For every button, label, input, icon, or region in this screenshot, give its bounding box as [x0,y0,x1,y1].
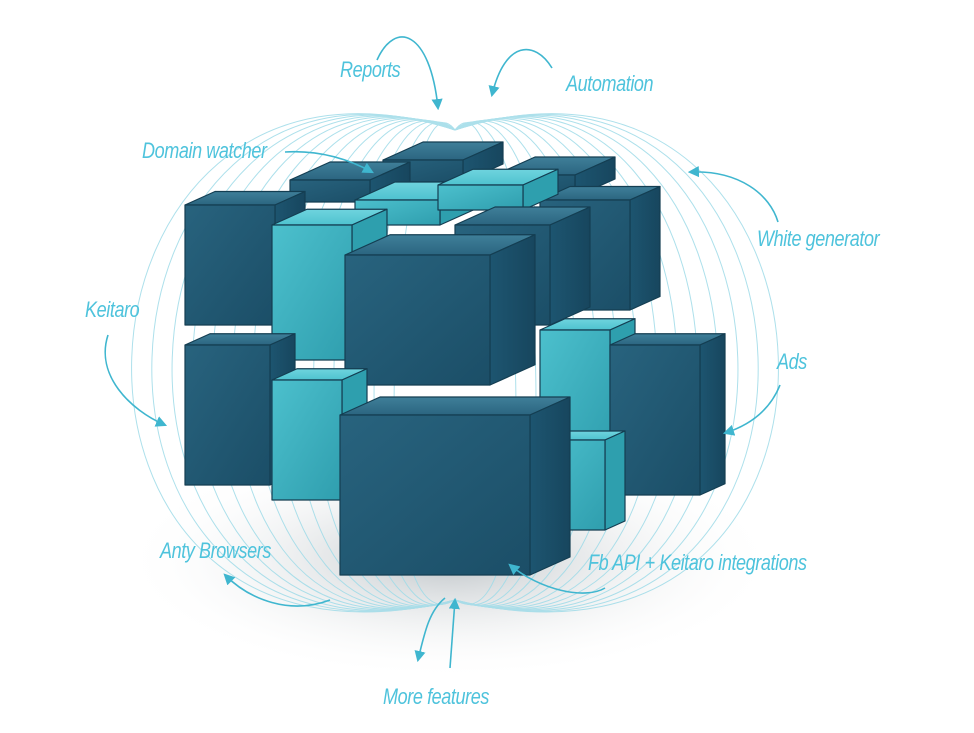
rubiks-cube-icon [184,141,726,576]
arrow-white-generator-icon [687,166,779,223]
feature-label-more-features: More features [383,684,489,709]
feature-label-fb-api-keitaro: Fb API + Keitaro integrations [588,550,807,575]
feature-label-keitaro: Keitaro [85,297,140,322]
feature-label-anty-browsers: Anty Browsers [160,538,271,563]
arrow-more-mid-icon [448,597,460,669]
arrow-domain-watcher-icon [284,150,374,174]
arrow-keitaro-icon [104,334,168,427]
feature-label-domain-watcher: Domain watcher [142,138,267,163]
arrow-more-left-icon [414,597,446,663]
arrow-reports-icon [376,36,443,111]
feature-label-ads: Ads [777,349,807,374]
arrow-automation-icon [488,48,553,98]
arrow-ads-icon [722,384,781,436]
feature-label-automation: Automation [566,71,654,96]
feature-label-reports: Reports [340,57,401,82]
arrow-fb-icon [508,563,606,594]
feature-label-white-generator: White generator [757,226,880,251]
arrow-anty-icon [223,573,331,607]
feature-arrows [104,36,781,669]
